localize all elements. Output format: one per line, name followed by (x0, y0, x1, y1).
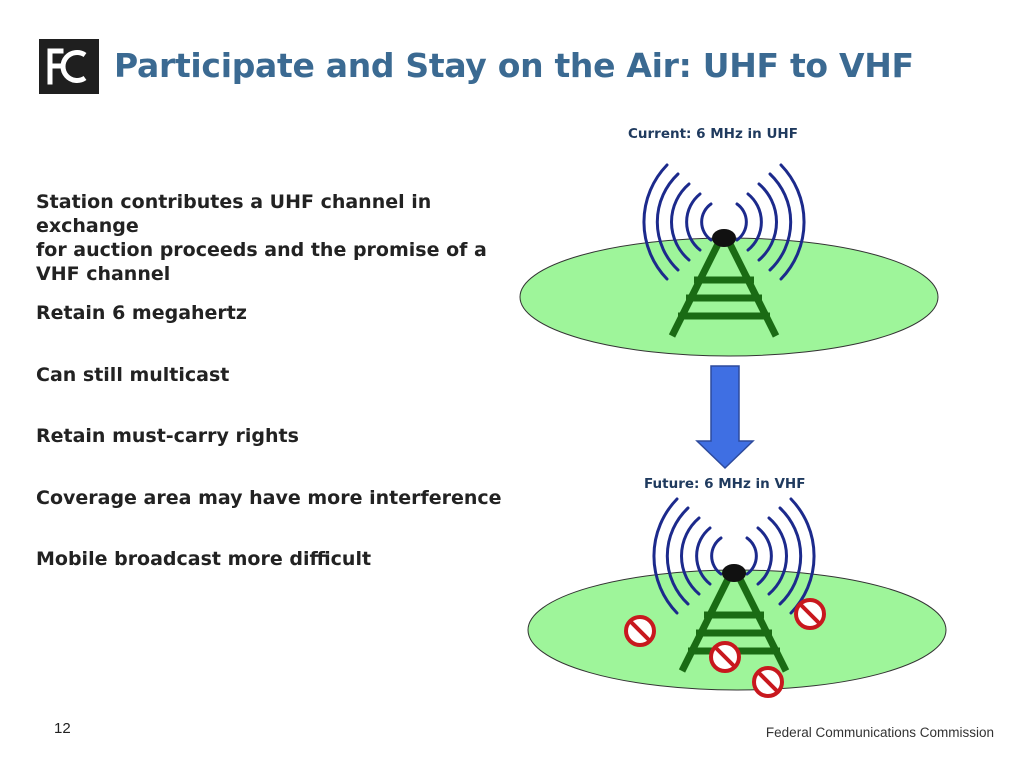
bullet-text: Coverage area may have more interference (36, 487, 502, 509)
interference-no-symbol-icon (752, 666, 784, 698)
bullet-item: Can still multicast (36, 363, 536, 387)
bullet-item: Retain must-carry rights (36, 424, 536, 448)
bullet-item: Station contributes a UHF channel in exc… (36, 190, 536, 286)
future-caption: Future: 6 MHz in VHF (644, 476, 806, 492)
fcc-logo-icon (39, 39, 99, 94)
current-caption: Current: 6 MHz in UHF (628, 126, 798, 142)
bullet-item: Coverage area may have more interference (36, 486, 536, 510)
page-title: Participate and Stay on the Air: UHF to … (114, 46, 914, 85)
interference-no-symbol-icon (624, 615, 656, 647)
bullet-item: Retain 6 megahertz (36, 301, 536, 325)
bullet-text: Mobile broadcast more difficult (36, 548, 372, 570)
bullet-text: Station contributes a UHF channel in exc… (36, 191, 487, 285)
bullet-text: Retain must-carry rights (36, 425, 299, 447)
interference-no-symbol-icon (709, 641, 741, 673)
bullet-item: Mobile broadcast more difficult (36, 547, 536, 571)
slide-number: 12 (54, 720, 71, 737)
bullet-text: Retain 6 megahertz (36, 302, 247, 324)
interference-no-symbol-icon (794, 598, 826, 630)
footer-agency: Federal Communications Commission (765, 725, 994, 740)
bullet-text: Can still multicast (36, 364, 230, 386)
down-arrow-icon (695, 365, 755, 470)
